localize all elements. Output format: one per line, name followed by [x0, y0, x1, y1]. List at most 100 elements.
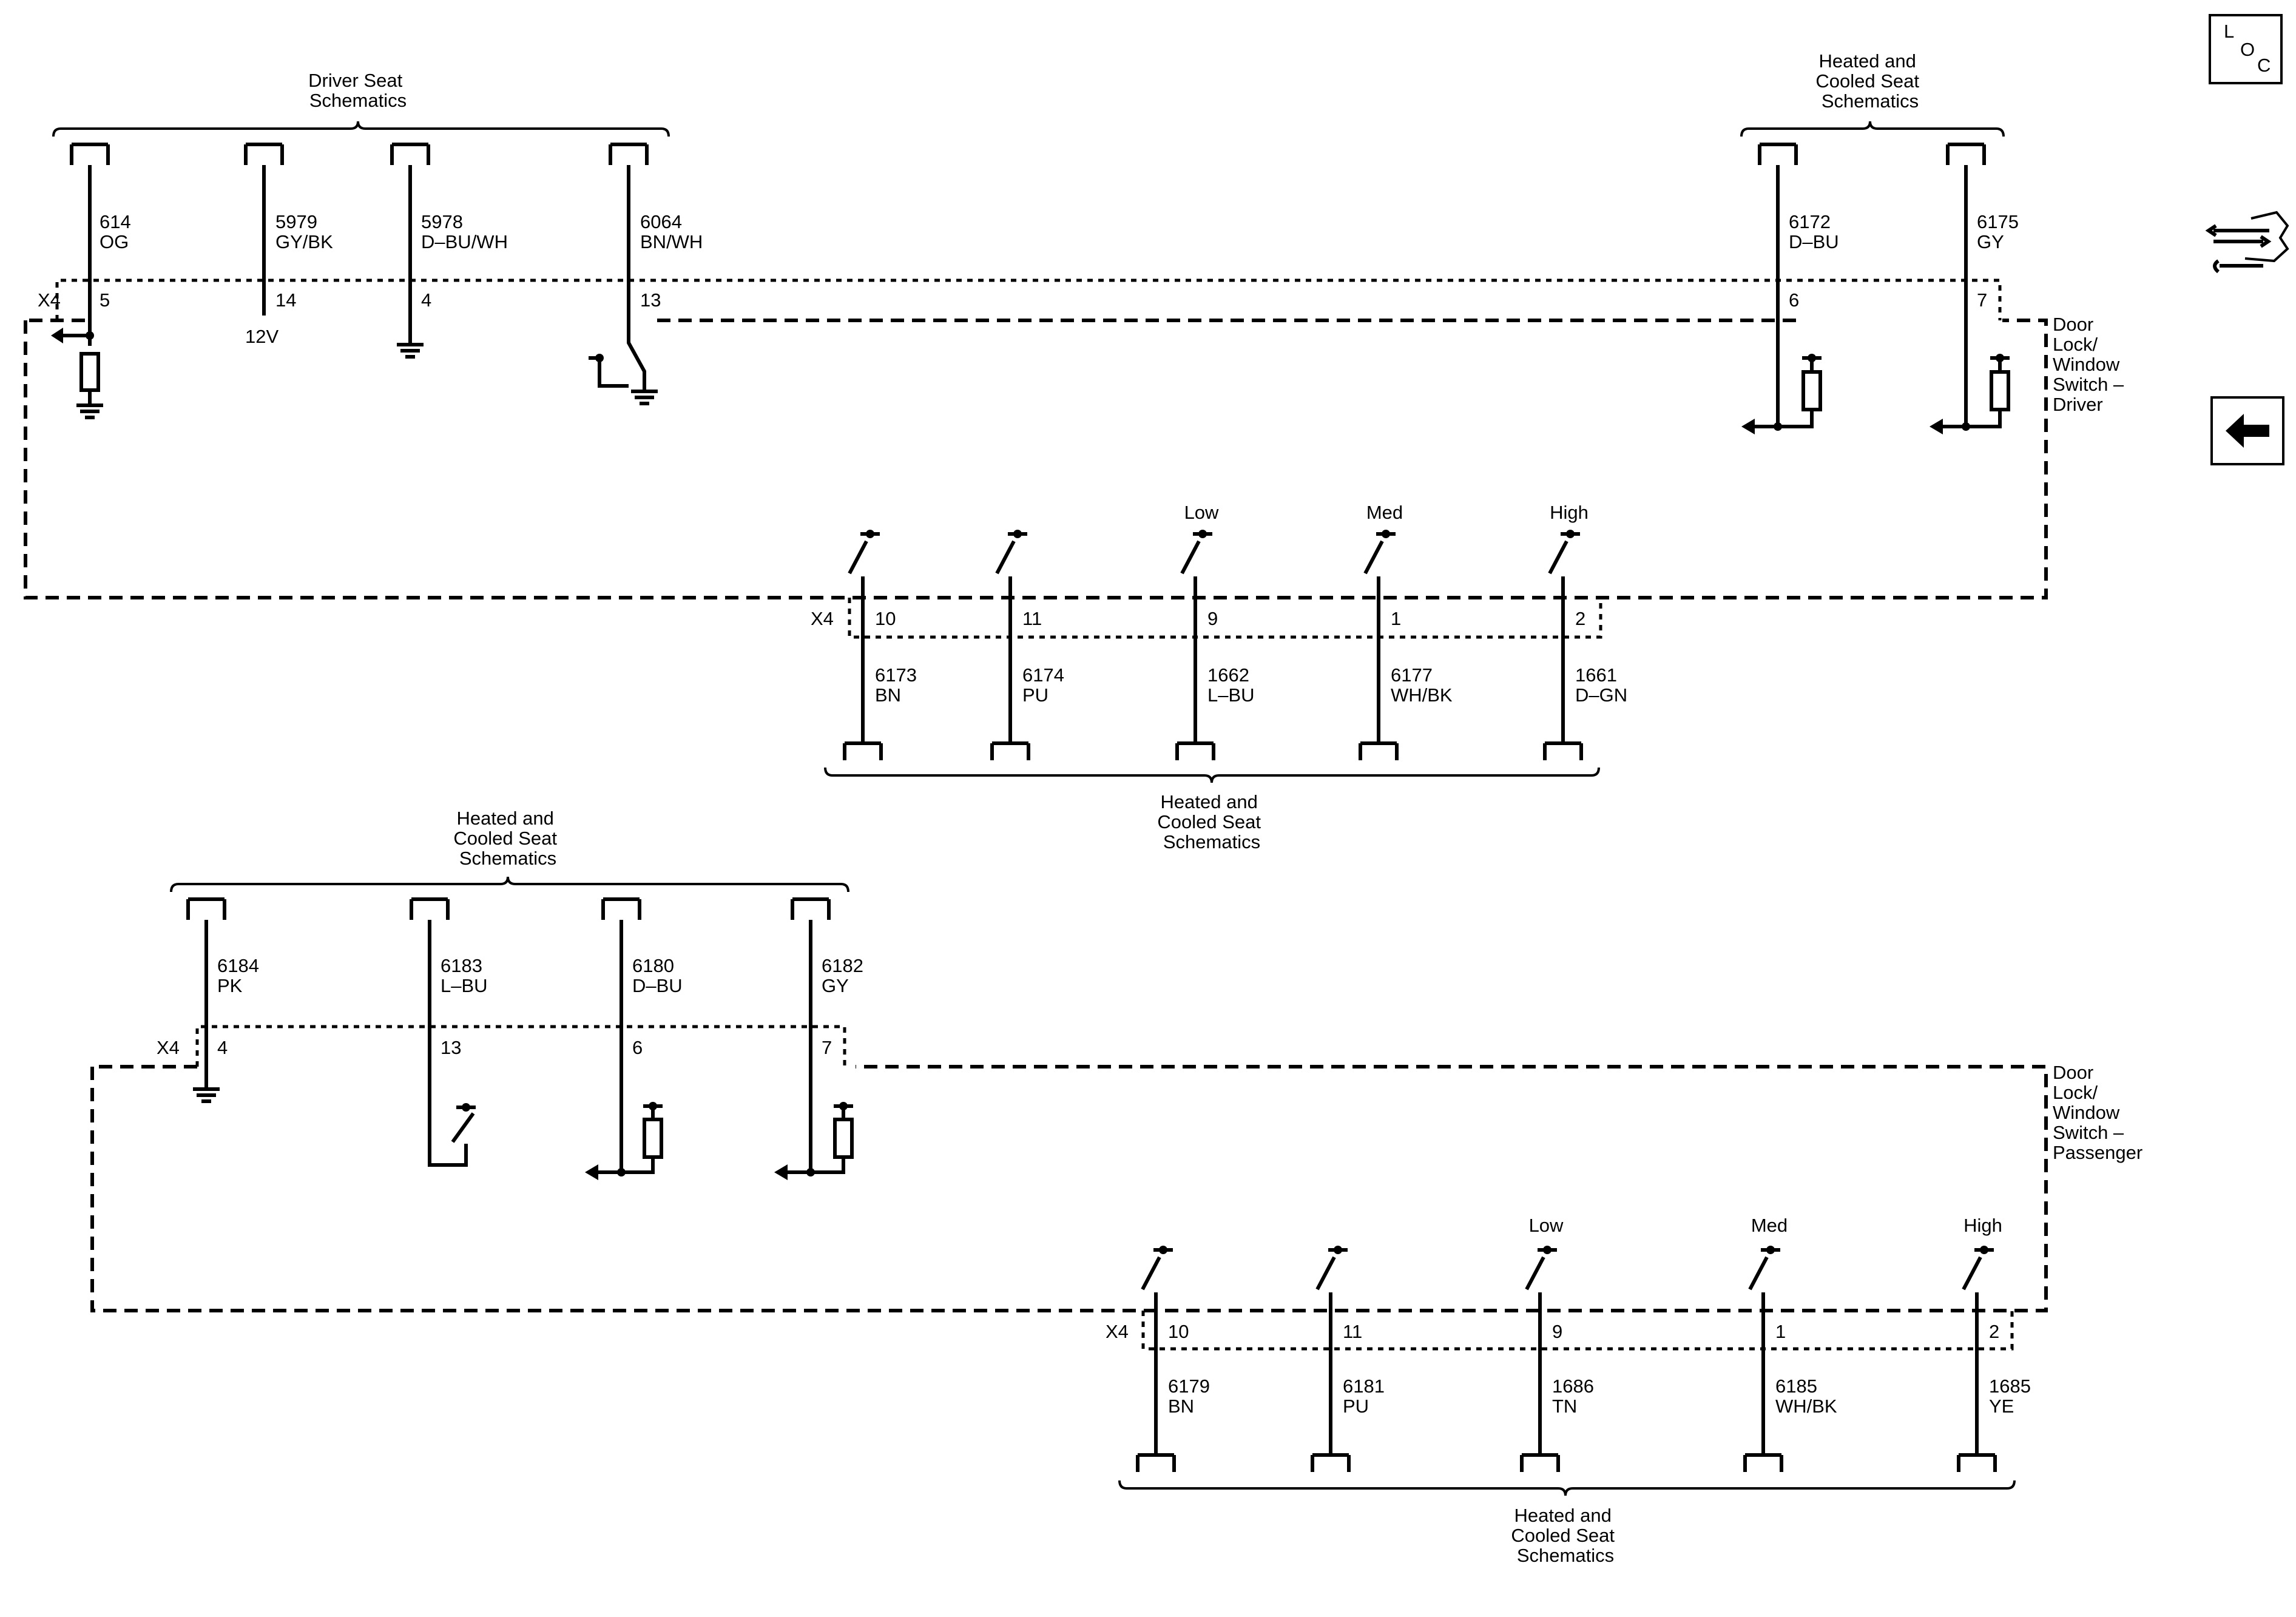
pin-label: 11	[1343, 1321, 1362, 1342]
svg-text:GY/BK: GY/BK	[275, 231, 333, 252]
passenger-module-label: Door Lock/ Window Switch – Passenger	[2053, 1062, 2142, 1163]
wire-color-label: BN	[875, 684, 901, 706]
svg-text:D–BU/WH: D–BU/WH	[421, 231, 508, 252]
svg-text:7: 7	[1977, 289, 1987, 311]
svg-text:6184: 6184	[217, 955, 259, 976]
circuit-label: 6181	[1343, 1376, 1385, 1397]
wire-color-label: WH/BK	[1391, 684, 1453, 706]
passenger-top-wire-6184: 6184 PK 4	[186, 897, 259, 1103]
wire-color-label: PU	[1022, 684, 1048, 706]
passenger-heated-bracket-top	[170, 876, 849, 893]
speed-level-label: Med	[1751, 1215, 1788, 1236]
driver-top-wire-6064: 6064 BN/WH 13	[589, 143, 703, 405]
passenger-x4-top-label: X4	[157, 1037, 180, 1058]
passenger-top-wire-6180: 6180 D–BU 6	[585, 897, 683, 1180]
circuit-label: 6174	[1022, 664, 1064, 686]
svg-text:GY: GY	[1977, 231, 2004, 252]
passenger-bottom-wires: 106179BN116181PU91686TNLow16185WH/BKMed2…	[1136, 1215, 2031, 1472]
pin-label: 9	[1552, 1321, 1562, 1342]
svg-text:6: 6	[1789, 289, 1799, 311]
svg-text:6183: 6183	[441, 955, 482, 976]
svg-text:6172: 6172	[1789, 211, 1831, 232]
back-arrow-icon[interactable]	[2210, 396, 2284, 465]
speed-level-label: Med	[1366, 502, 1403, 523]
speed-level-label: Low	[1529, 1215, 1564, 1236]
driver-top-wire-6172: 6172 D–BU 6	[1741, 143, 1839, 434]
circuit-label: 1685	[1989, 1376, 2031, 1397]
driver-12v-label: 12V	[245, 326, 279, 347]
svg-text:OG: OG	[100, 231, 129, 252]
loc-icon[interactable]: L O C	[2209, 14, 2283, 84]
wire-color-label: L–BU	[1207, 684, 1255, 706]
connector-tools-icon[interactable]	[2205, 211, 2289, 274]
passenger-top-wire-6183: 6183 L–BU 13	[410, 897, 488, 1167]
passenger-x4-top-connector	[195, 1025, 846, 1067]
passenger-module: Door Lock/ Window Switch – Passenger X4 …	[90, 808, 2142, 1566]
driver-x4-bottom-label: X4	[811, 608, 834, 629]
svg-text:7: 7	[822, 1037, 832, 1058]
passenger-heated-ref-top: Heated and Cooled Seat Schematics	[453, 808, 562, 869]
driver-top-wire-614: 614 OG 5	[51, 143, 131, 419]
wire-color-label: TN	[1552, 1396, 1577, 1417]
circuit-label: 1661	[1575, 664, 1617, 686]
driver-x4-top-connector	[55, 279, 2002, 320]
svg-text:5978: 5978	[421, 211, 463, 232]
passenger-module-boundary	[90, 1065, 2048, 1312]
passenger-heated-bracket-bottom	[1118, 1480, 2016, 1496]
pin-label: 10	[875, 608, 896, 629]
circuit-label: 6177	[1391, 664, 1433, 686]
driver-x4-bottom-connector	[848, 598, 1602, 639]
driver-seat-bracket	[52, 121, 670, 137]
driver-x4-top-label: X4	[38, 289, 61, 311]
loc-letter-o: O	[2240, 39, 2255, 60]
svg-text:6064: 6064	[640, 211, 682, 232]
driver-heated-bracket-top	[1740, 121, 2005, 137]
svg-text:6: 6	[632, 1037, 643, 1058]
loc-letter-c: C	[2257, 55, 2271, 76]
circuit-label: 1686	[1552, 1376, 1594, 1397]
wire-color-label: D–GN	[1575, 684, 1627, 706]
driver-module-label: Door Lock/ Window Switch – Driver	[2053, 314, 2129, 415]
driver-heated-bracket-bottom	[824, 767, 1600, 783]
driver-bottom-wires: 106173BN116174PU91662L–BULow16177WH/BKMe…	[843, 502, 1627, 760]
passenger-x4-bottom-connector	[1141, 1311, 2014, 1351]
svg-text:4: 4	[217, 1037, 228, 1058]
circuit-label: 6185	[1775, 1376, 1817, 1397]
pin-label: 9	[1207, 608, 1218, 629]
circuit-label: 6179	[1168, 1376, 1210, 1397]
svg-text:6180: 6180	[632, 955, 674, 976]
circuit-label: 1662	[1207, 664, 1249, 686]
pin-label: 2	[1989, 1321, 1999, 1342]
passenger-heated-ref-bottom: Heated and Cooled Seat Schematics	[1511, 1505, 1619, 1566]
svg-text:5979: 5979	[275, 211, 317, 232]
svg-text:D–BU: D–BU	[632, 975, 683, 996]
wire-color-label: WH/BK	[1775, 1396, 1837, 1417]
pin-label: 2	[1575, 608, 1585, 629]
circuit-label: 6173	[875, 664, 917, 686]
svg-text:GY: GY	[822, 975, 849, 996]
svg-text:13: 13	[441, 1037, 461, 1058]
wire-color-label: PU	[1343, 1396, 1369, 1417]
svg-text:614: 614	[100, 211, 131, 232]
pin-label: 10	[1168, 1321, 1189, 1342]
svg-text:BN/WH: BN/WH	[640, 231, 703, 252]
driver-top-wire-6175: 6175 GY 7	[1930, 143, 2019, 434]
driver-seat-ref: Driver Seat Schematics	[308, 70, 408, 111]
passenger-top-wire-6182: 6182 GY 7	[774, 897, 863, 1180]
svg-text:PK: PK	[217, 975, 243, 996]
svg-text:13: 13	[640, 289, 661, 311]
driver-heated-ref-bottom: Heated and Cooled Seat Schematics	[1157, 791, 1266, 852]
driver-module-boundary	[24, 319, 2048, 599]
pin-label: 1	[1391, 608, 1401, 629]
